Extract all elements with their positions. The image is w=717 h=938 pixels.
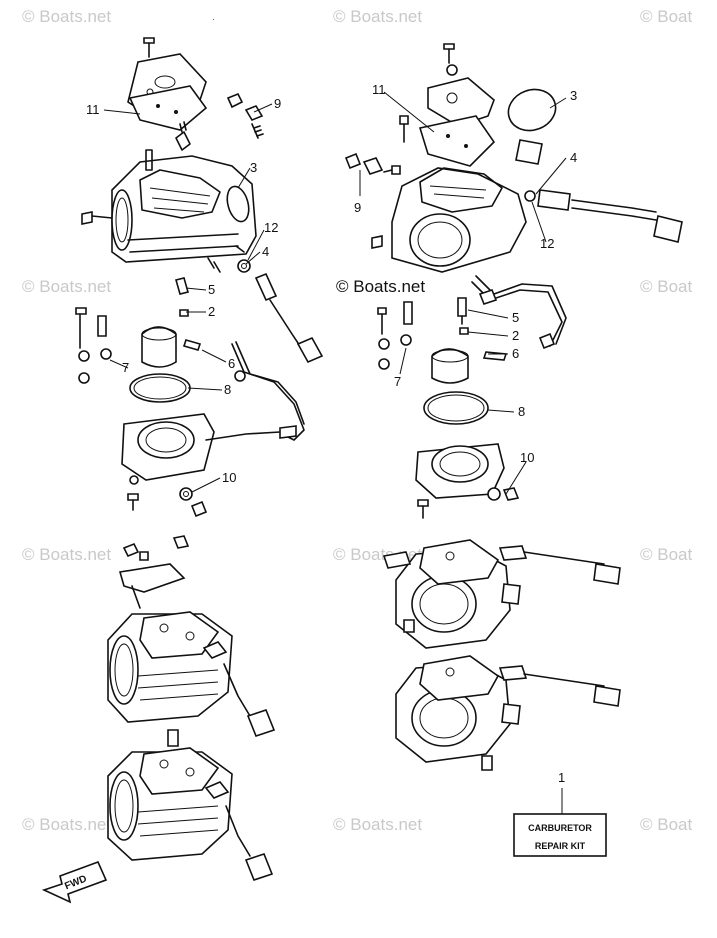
callout-3-left: 3: [250, 160, 257, 175]
left-carburetor-assembled: [107, 535, 276, 881]
callout-11-right: 11: [372, 82, 386, 97]
left-carburetor-exploded: [75, 37, 324, 518]
right-carburetor-exploded: [344, 43, 683, 519]
callout-8-left: 8: [224, 382, 231, 397]
callout-9-left: 9: [274, 96, 281, 111]
watermark: © Boat: [640, 7, 692, 26]
callout-6-right: 6: [512, 346, 519, 361]
right-carburetor-assembled: [382, 539, 621, 771]
watermark: © Boats.net: [22, 7, 111, 26]
callout-5-left: 5: [208, 282, 215, 297]
watermark: © Boat: [640, 277, 692, 296]
watermark: © Boats.net: [22, 545, 111, 564]
callout-12-right: 12: [540, 236, 554, 251]
watermarks: © Boats.net © Boats.net © Boat © Boats.n…: [22, 7, 692, 834]
callout-7-left: 7: [122, 360, 129, 375]
repair-kit-line-1: CARBURETOR: [528, 823, 592, 833]
watermark: © Boat: [640, 545, 692, 564]
svg-text:·: ·: [212, 15, 215, 24]
watermark: © Boats.net: [22, 815, 111, 834]
callout-12-left: 12: [264, 220, 278, 235]
callout-2-right: 2: [512, 328, 519, 343]
watermark: © Boats.net: [22, 277, 111, 296]
forward-direction-arrow: FWD: [41, 860, 108, 904]
callout-leaders: [103, 91, 567, 814]
callout-11-left: 11: [86, 102, 100, 117]
callout-10-left: 10: [222, 470, 236, 485]
callout-4-right: 4: [570, 150, 577, 165]
callout-2-left: 2: [208, 304, 215, 319]
callout-9-right: 9: [354, 200, 361, 215]
callout-5-right: 5: [512, 310, 519, 325]
callout-numbers: 11 9 3 12 4 5 2 6 7 8 10 11 3 4 9 12 5 2…: [86, 82, 577, 785]
watermark: © Boat: [640, 815, 692, 834]
watermark: © Boats.net: [333, 7, 422, 26]
callout-4-left: 4: [262, 244, 269, 259]
callout-10-right: 10: [520, 450, 534, 465]
repair-kit-line-2: REPAIR KIT: [535, 841, 586, 851]
watermark-center: © Boats.net: [336, 277, 425, 296]
callout-7-right: 7: [394, 374, 401, 389]
repair-kit-label: CARBURETOR REPAIR KIT: [513, 813, 607, 857]
callout-3-right: 3: [570, 88, 577, 103]
callout-8-right: 8: [518, 404, 525, 419]
watermark: © Boats.net: [333, 815, 422, 834]
callout-6-left: 6: [228, 356, 235, 371]
callout-1: 1: [558, 770, 565, 785]
